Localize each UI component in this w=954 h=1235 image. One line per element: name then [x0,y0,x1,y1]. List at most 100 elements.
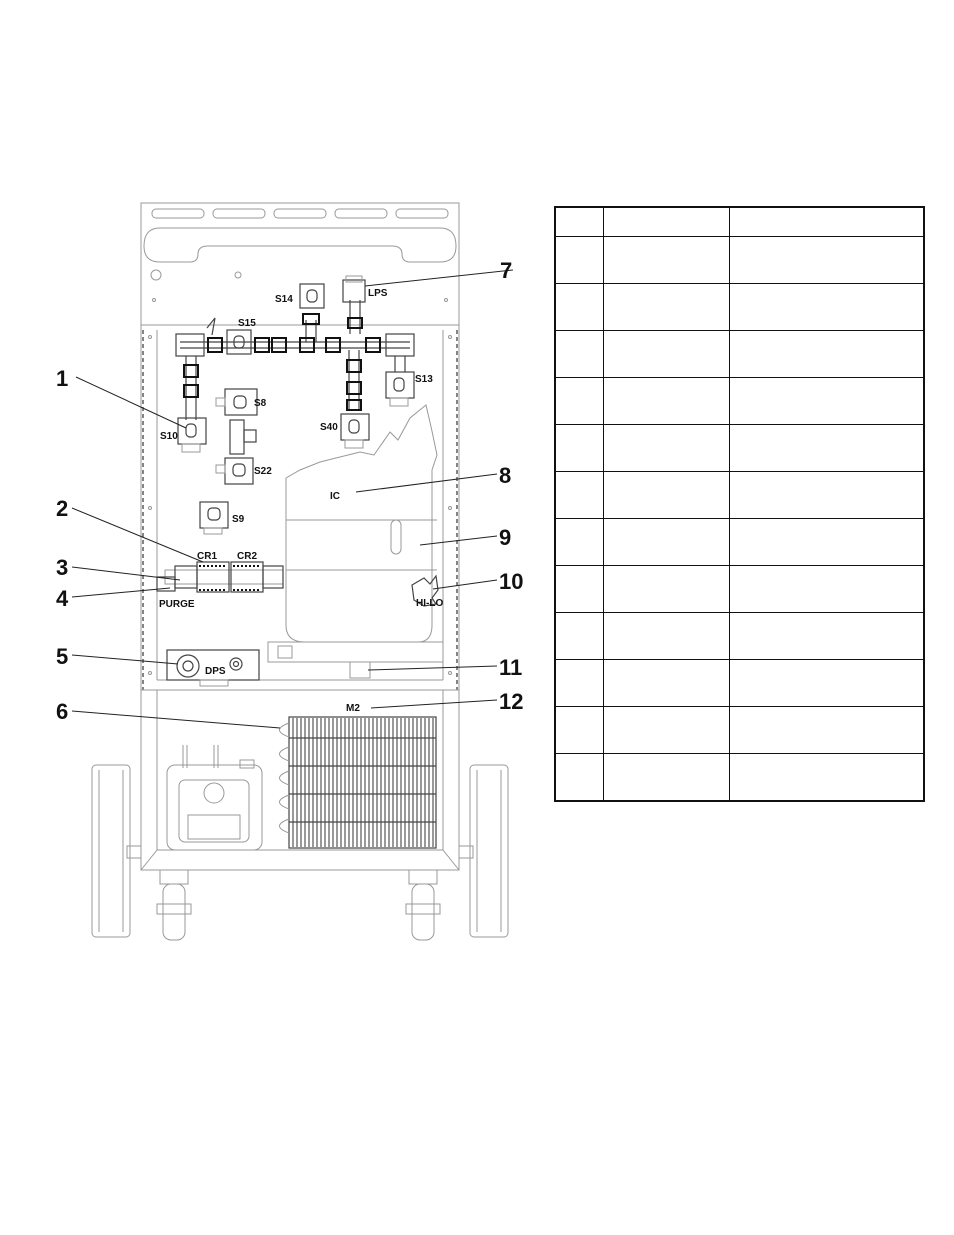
table-cell [729,283,925,331]
callout-8: 8 [499,463,511,488]
callout-1: 1 [56,366,68,391]
table-row [554,565,925,613]
table-cell [554,377,604,425]
callout-5: 5 [56,644,68,669]
table-row [554,753,925,802]
table-cell [603,206,730,237]
label-s14: S14 [275,294,293,305]
table-cell [554,659,604,707]
table-cell [603,612,730,660]
label-s9: S9 [232,514,245,525]
callout-2: 2 [56,496,68,521]
table-cell [603,471,730,519]
label-s22: S22 [254,466,272,477]
callout-numbers: 1 2 3 4 5 6 7 8 9 10 11 12 [56,258,523,724]
callout-6: 6 [56,699,68,724]
dps-box [166,649,260,687]
table-row [554,706,925,754]
label-s10: S10 [160,431,178,442]
table-cell [603,236,730,284]
table-cell [729,565,925,613]
component-labels: S14 LPS S15 S8 S10 S13 S40 S22 S9 IC CR1… [159,288,443,714]
table-cell [554,206,604,237]
label-s40: S40 [320,422,338,433]
table-row [554,518,925,566]
label-purge: PURGE [159,599,195,610]
cylinder [267,404,444,679]
label-lps: LPS [368,288,388,299]
wheels [91,764,509,941]
callout-7: 7 [500,258,512,283]
valve-s8 [215,388,258,416]
table-cell [554,424,604,472]
table-cell [729,612,925,660]
table-cell [554,471,604,519]
callout-9: 9 [499,525,511,550]
table-cell [554,612,604,660]
label-ic: IC [330,491,340,502]
table-header-row [554,206,925,237]
valve-s10 [177,417,207,453]
callout-4: 4 [56,586,69,611]
vacuum-pump [166,745,263,851]
table-cell [603,659,730,707]
table-row [554,330,925,378]
table-cell [603,565,730,613]
label-dps: DPS [205,666,226,677]
table-row [554,612,925,660]
valve-s40 [340,413,370,449]
table-cell [729,659,925,707]
table-cell [729,330,925,378]
parts-table [554,206,925,802]
table-cell [729,206,925,237]
callout-3: 3 [56,555,68,580]
piping [175,300,415,455]
table-row [554,471,925,519]
valve-s15 [226,329,252,355]
table-row [554,659,925,707]
callout-10: 10 [499,569,523,594]
table-cell [729,471,925,519]
callout-12: 12 [499,689,523,714]
table-cell [554,753,604,802]
table-row [554,283,925,331]
condenser-coil [279,716,437,849]
callout-11: 11 [499,655,522,680]
table-cell [603,283,730,331]
table-cell [603,706,730,754]
table-cell [729,236,925,284]
valve-s13 [385,371,415,407]
table-cell [554,330,604,378]
table-cell [729,424,925,472]
table-cell [603,518,730,566]
valve-s14 [299,283,325,309]
table-cell [729,377,925,425]
table-cell [729,518,925,566]
label-s15: S15 [238,318,256,329]
label-hi-lo: HI-LO [416,598,443,609]
table-row [554,424,925,472]
table-cell [729,753,925,802]
label-cr2: CR2 [237,551,257,562]
relay-rail [156,561,284,593]
table-cell [603,330,730,378]
table-cell [603,377,730,425]
solenoid-valves [177,275,415,535]
label-m2: M2 [346,703,360,714]
valve-s22 [215,457,254,485]
pressure-switch-lps [342,275,366,303]
valve-s9 [199,501,229,535]
leader-lines [71,269,514,729]
table-cell [554,236,604,284]
table-cell [554,518,604,566]
label-s13: S13 [415,374,433,385]
table-row [554,377,925,425]
table-cell [554,706,604,754]
table-cell [554,283,604,331]
label-cr1: CR1 [197,551,217,562]
table-cell [554,565,604,613]
table-cell [729,706,925,754]
label-s8: S8 [254,398,267,409]
table-cell [603,753,730,802]
